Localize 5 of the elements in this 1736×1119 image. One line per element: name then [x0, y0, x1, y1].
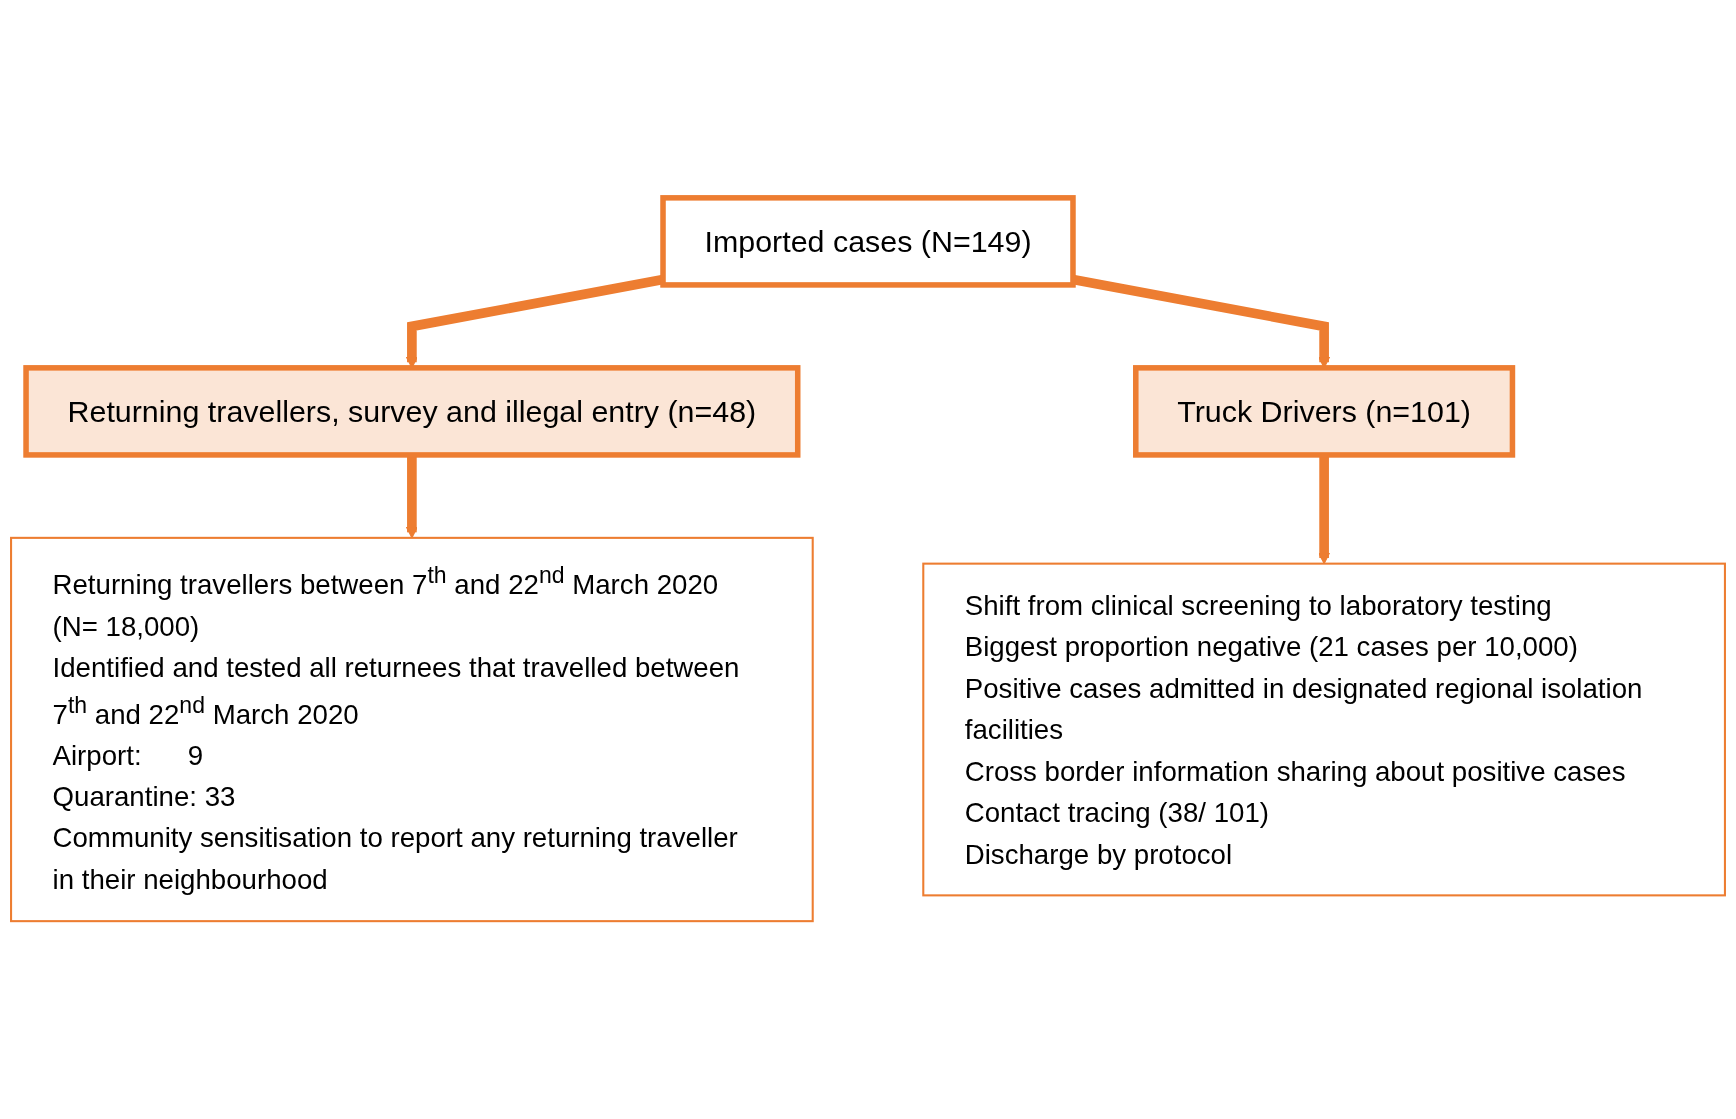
node-box	[10, 536, 814, 923]
node-box	[660, 195, 1076, 288]
node-box	[1133, 365, 1516, 458]
node-box	[23, 365, 801, 458]
node-box	[922, 562, 1726, 897]
